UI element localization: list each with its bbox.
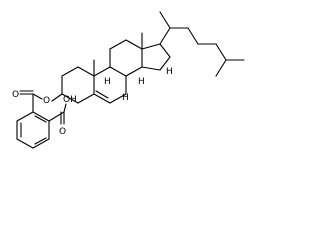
benzene-ring <box>16 93 50 149</box>
ester-carbonyl-oxygen: O <box>12 90 19 100</box>
ring-c <box>109 39 143 77</box>
h-c14: H <box>138 77 145 87</box>
ester-link-oxygen: O <box>43 96 50 106</box>
acid-carbon-bond <box>48 111 65 122</box>
h-c9: H <box>104 77 111 87</box>
acid-carbonyl-oxygen: O <box>59 127 66 137</box>
side-chain <box>159 11 245 77</box>
acid-hydroxyl: OH <box>63 95 77 105</box>
structure-canvas: O O OH O H H H H <box>12 11 245 149</box>
ring-d <box>141 43 171 71</box>
c3-o-bond <box>51 93 63 102</box>
h-c8: H <box>122 93 129 103</box>
acid-oh-bond <box>63 103 67 113</box>
c5-c6-double-bond <box>95 90 109 99</box>
ring-a <box>61 66 95 104</box>
cholesteryl-hydrogen-phthalate-structure: O O OH O H H H H <box>12 11 245 149</box>
ring-b <box>93 66 127 104</box>
o-carbonyl-carbon-bond <box>32 93 43 100</box>
h-c17: H <box>166 67 173 77</box>
